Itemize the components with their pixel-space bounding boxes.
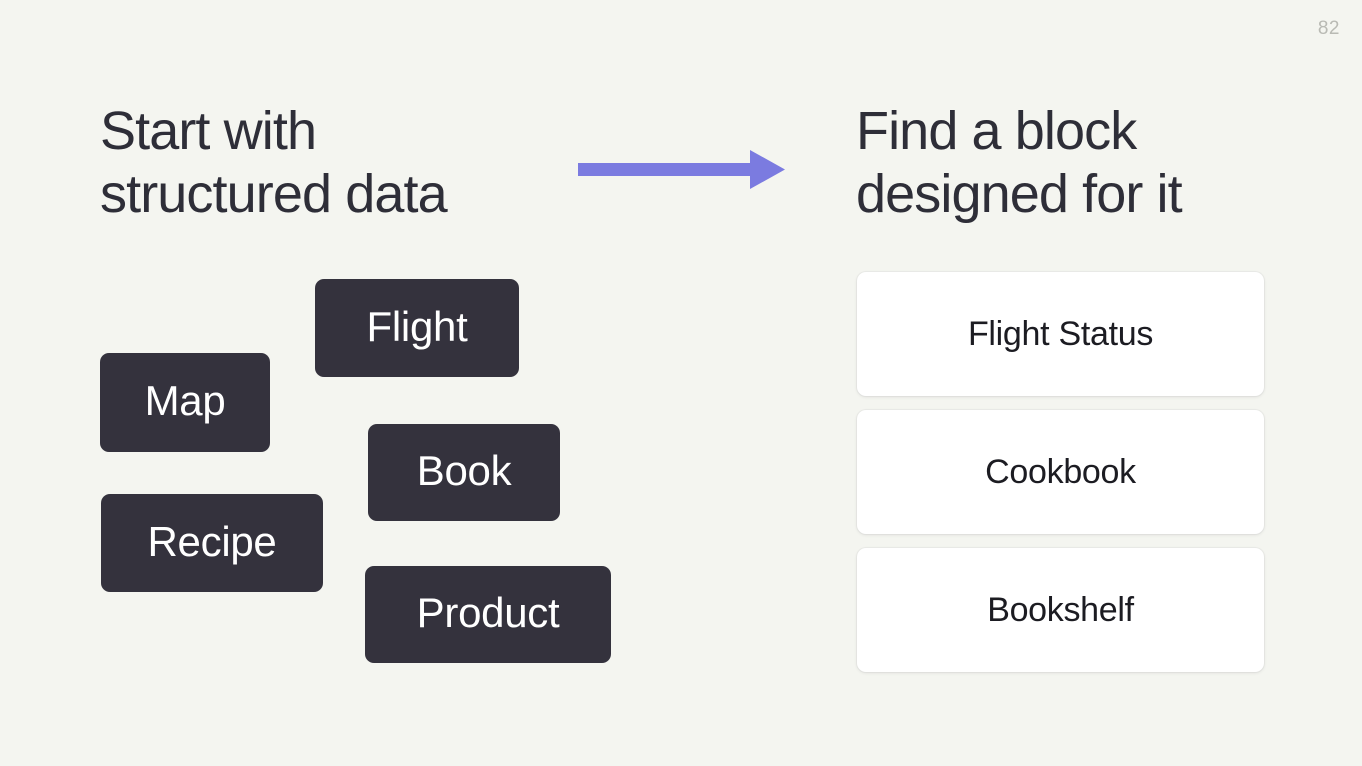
left-heading: Start with structured data xyxy=(100,101,448,225)
chip-product[interactable]: Product xyxy=(365,566,611,663)
chip-map[interactable]: Map xyxy=(100,353,270,452)
card-bookshelf[interactable]: Bookshelf xyxy=(857,548,1264,672)
right-heading: Find a block designed for it xyxy=(856,101,1183,225)
chip-book[interactable]: Book xyxy=(368,424,560,521)
chip-flight[interactable]: Flight xyxy=(315,279,519,377)
card-flight-status[interactable]: Flight Status xyxy=(857,272,1264,396)
right-arrow-icon xyxy=(578,148,788,192)
chip-recipe[interactable]: Recipe xyxy=(101,494,323,592)
page-number: 82 xyxy=(1317,18,1340,39)
block-card-list: Flight Status Cookbook Bookshelf xyxy=(857,272,1264,672)
card-cookbook[interactable]: Cookbook xyxy=(857,410,1264,534)
right-arrow-glyph xyxy=(578,150,785,189)
